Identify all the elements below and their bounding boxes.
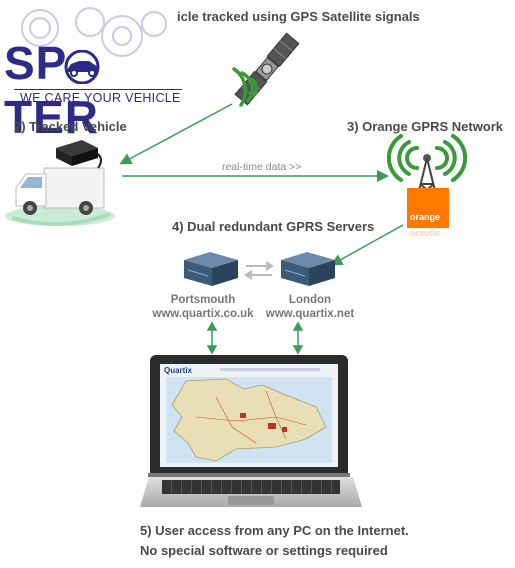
brand-name-left: SP: [4, 37, 68, 89]
step-servers: 4) Dual redundant GPRS Servers: [172, 219, 375, 234]
car-logo-icon: [64, 50, 100, 84]
server-london-label: London www.quartix.net: [262, 293, 358, 321]
gps-signal-icon: [232, 67, 259, 107]
brand-name-right: TER: [4, 91, 99, 143]
server-portsmouth-icon: [184, 252, 238, 286]
screen-title-bar: [220, 368, 320, 371]
laptop-keyboard: [162, 480, 340, 494]
step-gprs-network: 3) Orange GPRS Network: [347, 119, 504, 134]
footer-line-2: No special software or settings required: [140, 543, 388, 558]
orange-logo-text: orange: [410, 212, 441, 222]
server-to-laptop-arrows: [206, 321, 304, 355]
realtime-data-label: real-time data >>: [222, 161, 302, 173]
server-portsmouth-label: Portsmouth www.quartix.co.uk: [150, 293, 256, 321]
server-london-url: www.quartix.net: [265, 308, 355, 320]
server-london-city: London: [288, 294, 332, 306]
brand-name: SPTER: [4, 36, 182, 144]
laptop: Quartix: [140, 355, 370, 515]
server-portsmouth-city: Portsmouth: [170, 294, 236, 306]
step-tracked-vehicle: 2) Tracked Vehicle: [14, 119, 127, 134]
laptop-screen: Quartix: [160, 364, 338, 467]
laptop-hinge: [148, 473, 350, 477]
logo-underline: [14, 89, 182, 90]
brand-logo: SPTER WE CARE YOUR VEHICLE: [4, 6, 182, 143]
server-london-icon: [281, 252, 335, 286]
brand-tagline: WE CARE YOUR VEHICLE: [20, 91, 181, 105]
footer-line-1: 5) User access from any PC on the Intern…: [140, 523, 409, 538]
gear-decoration-icon: [21, 7, 167, 57]
gps-tracker-box-icon: [56, 140, 102, 169]
orange-logo: orange: [407, 188, 449, 228]
tracked-van-icon: [5, 167, 115, 227]
server-sync-arrows: [244, 261, 274, 280]
satellite-caption: icle tracked using GPS Satellite signals: [177, 9, 420, 24]
server-portsmouth-url: www.quartix.co.uk: [152, 308, 254, 320]
laptop-touchpad: [228, 496, 274, 505]
screen-app-name: Quartix: [164, 366, 193, 375]
orange-logo-reflection: orange: [410, 229, 441, 239]
screen-map: [166, 377, 332, 463]
